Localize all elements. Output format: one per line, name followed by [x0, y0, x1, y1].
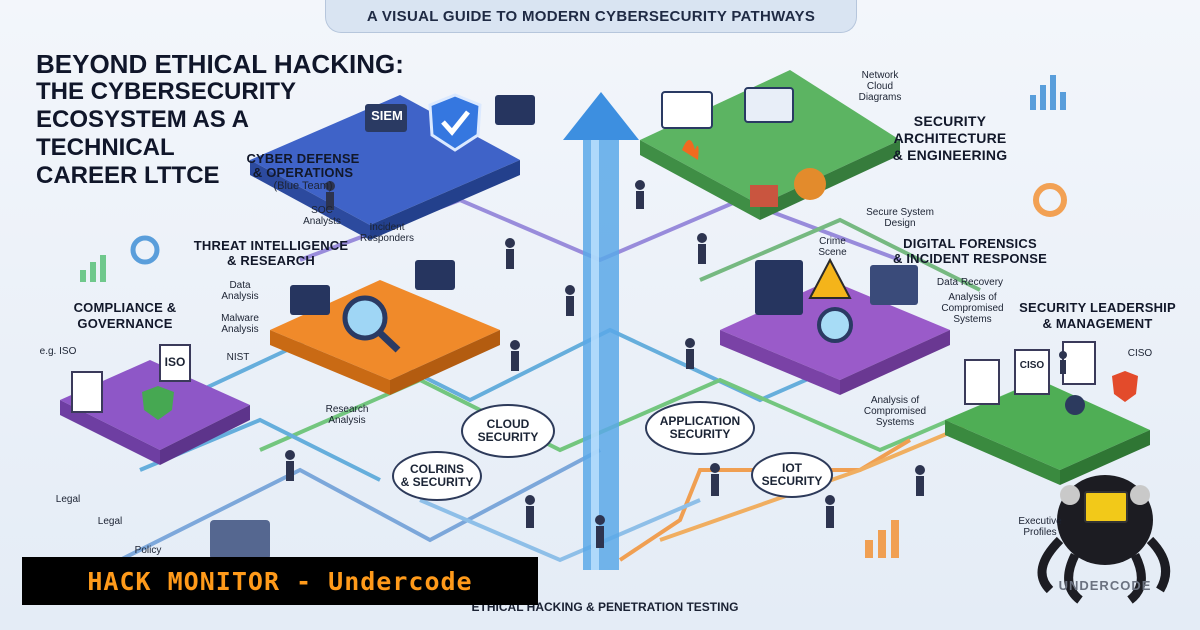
network-cloud-diagrams-label: Network Cloud Diagrams	[858, 70, 902, 103]
title-line-4: TECHNICAL	[36, 134, 175, 161]
legal-label-2: Legal	[97, 516, 123, 527]
iot-security-bubble: IOT SECURITY	[761, 461, 823, 488]
ethical-hacking-caption: ETHICAL HACKING & PENETRATION TESTING	[471, 600, 739, 614]
section-leadership-title: SECURITY LEADERSHIP & MANAGEMENT	[1019, 300, 1176, 331]
crime-scene-label: Crime Scene	[818, 236, 847, 258]
section-forensics-title: DIGITAL FORENSICS & INCIDENT RESPONSE	[892, 236, 1048, 266]
people-figures-graphic	[285, 180, 1067, 548]
application-security-bubble: APPLICATION SECURITY	[659, 414, 741, 441]
hack-monitor-banner: HACK MONITOR - Undercode	[22, 557, 538, 605]
siem-label: SIEM	[371, 108, 403, 123]
data-recovery-label: Data Recovery	[936, 277, 1004, 288]
research-analysis-label: Research Analysis	[325, 404, 369, 426]
section-blue-team-title: CYBER DEFENSE & OPERATIONS	[246, 151, 360, 180]
analysis-compromised-label-2: Analysis of Compromised Systems	[863, 395, 927, 428]
guide-banner: A VISUAL GUIDE TO MODERN CYBERSECURITY P…	[325, 0, 857, 33]
title-line-2: THE CYBERSECURITY	[36, 78, 297, 105]
center-arrow-graphic	[563, 92, 639, 570]
ciso-doc-label: CISO	[1019, 360, 1045, 371]
section-blue-team-subtitle: (Blue Team)	[273, 180, 333, 192]
iso-doc-label: ISO	[164, 355, 186, 369]
architecture-platform-graphic	[640, 70, 900, 220]
section-threat-intel-title: THREAT INTELLIGENCE & RESEARCH	[193, 238, 349, 268]
eg-iso-label: e.g. ISO	[39, 346, 77, 357]
threat-intel-platform-graphic	[270, 260, 500, 395]
data-analysis-label: Data Analysis	[221, 280, 259, 302]
section-architecture-title: SECURITY ARCHITECTURE & ENGINEERING	[892, 113, 1008, 163]
blue-team-platform-graphic	[250, 93, 535, 240]
decorative-widgets	[80, 75, 1067, 560]
colrins-security-bubble: COLRINS & SECURITY	[400, 462, 474, 489]
policy-label: Policy	[134, 545, 162, 556]
ciso-label: CISO	[1127, 348, 1153, 359]
page-title: BEYOND ETHICAL HACKING: THE CYBERSECURIT…	[36, 50, 496, 190]
compliance-platform-graphic	[60, 344, 250, 465]
nist-label: NIST	[226, 352, 250, 363]
title-line-5: CAREER LTTCE	[36, 162, 220, 189]
forensics-platform-graphic	[720, 257, 950, 395]
undercode-logo-text: UNDERCODE	[1058, 578, 1152, 593]
octopus-logo-graphic	[1037, 475, 1171, 604]
cloud-bubbles-graphic	[392, 401, 833, 501]
analysis-compromised-label-1: Analysis of Compromised Systems	[941, 292, 1004, 325]
malware-analysis-label: Malware Analysis	[221, 313, 259, 335]
legal-label-1: Legal	[55, 494, 81, 505]
leadership-platform-graphic	[945, 341, 1150, 485]
soc-analysts-label: SOC Analysts	[303, 205, 341, 227]
section-compliance-title: COMPLIANCE & GOVERNANCE	[73, 300, 177, 331]
executive-profiles-label: Executive Profiles	[1018, 516, 1062, 538]
title-line-1: BEYOND ETHICAL HACKING:	[36, 49, 404, 79]
incident-responders-label: Incident Responders	[360, 222, 414, 244]
title-line-3: ECOSYSTEM AS A	[36, 106, 249, 133]
cloud-security-bubble: CLOUD SECURITY	[477, 417, 539, 444]
secure-system-design-label: Secure System Design	[866, 207, 934, 229]
